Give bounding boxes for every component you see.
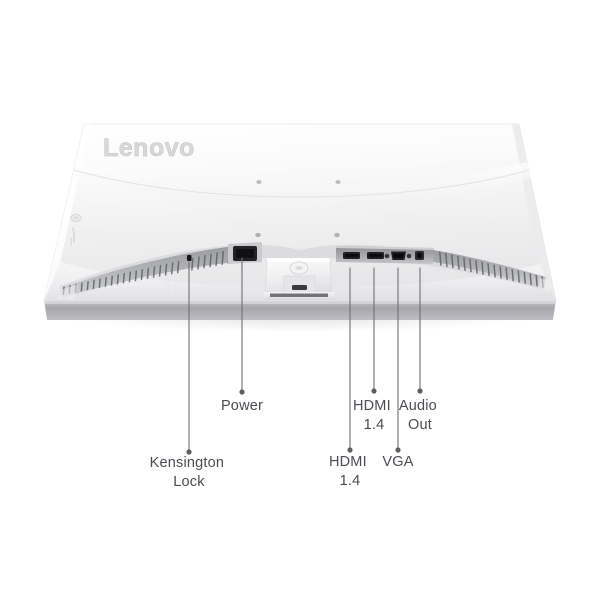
callout-line-2: Out: [408, 417, 432, 433]
joystick-stem: [72, 227, 75, 243]
leader-dot: [239, 389, 245, 395]
vga-screw-right: [406, 253, 412, 259]
callout-line-1: Audio: [399, 398, 437, 414]
callout-line-1: HDMI: [329, 454, 367, 470]
callout-label-kensington-lock: Kensington Lock: [150, 455, 229, 490]
leader-dot: [347, 447, 353, 453]
callout-line-1: Kensington: [150, 455, 225, 471]
stand-release-glyph: [295, 266, 303, 270]
vga-screw-left: [384, 253, 390, 259]
power-port-inner: [236, 249, 254, 258]
callout-line-1: HDMI: [353, 398, 391, 414]
callout-label-hdmi-2: HDMI 1.4: [353, 398, 395, 433]
stand-mount: [263, 257, 335, 300]
lenovo-logo: Lenovo: [103, 134, 195, 163]
callout-hdmi-2: HDMI 1.4: [353, 267, 395, 433]
vesa-hole: [335, 180, 341, 184]
stand-mount-base-shadow: [270, 293, 328, 297]
lenovo-logo-text: Lenovo: [103, 134, 195, 162]
callout-hdmi-1: HDMI 1.4: [329, 267, 371, 489]
kensington-lock-slot[interactable]: [187, 255, 192, 261]
callout-line-1: Power: [221, 398, 263, 414]
leader-dot: [186, 449, 192, 455]
leader-dot: [371, 388, 377, 394]
callout-label-power: Power: [221, 398, 263, 414]
vga-port-inner: [393, 253, 404, 258]
shell-seams: [166, 271, 425, 301]
callout-label-hdmi-1: HDMI 1.4: [329, 454, 371, 489]
vesa-hole: [256, 180, 262, 184]
shell-lower-panel: [44, 262, 556, 301]
shell-curve-line: [73, 169, 530, 198]
leader-dot: [395, 447, 401, 453]
stand-mount-top-highlight: [267, 258, 330, 262]
joystick-knob-inner: [73, 216, 79, 220]
callout-power: Power: [221, 257, 263, 414]
callout-kensington-lock: Kensington Lock: [150, 261, 229, 490]
callout-vga: VGA: [382, 267, 414, 470]
callout-group: Kensington Lock Power HDMI 1.4: [150, 257, 441, 490]
stand-latch-slot: [292, 285, 307, 290]
vesa-hole: [255, 232, 261, 238]
vesa-hole: [334, 232, 340, 238]
leader-dot: [417, 388, 423, 394]
monitor-body: Lenovo: [43, 123, 557, 320]
hdmi-port-1-inner: [345, 254, 358, 257]
shell-upper-curve: [72, 160, 531, 205]
callout-label-vga: VGA: [382, 454, 413, 470]
callout-line-2: 1.4: [340, 473, 361, 489]
callout-line-1: VGA: [382, 454, 413, 470]
callout-label-audio-out: Audio Out: [399, 398, 441, 433]
port-group: [187, 246, 424, 261]
hdmi-port-2-inner: [369, 254, 382, 257]
vesa-mount-holes: [255, 180, 341, 238]
monitor-bottom-bezel: [44, 300, 556, 320]
callout-line-2: Lock: [173, 474, 205, 490]
audio-out-jack-hole: [416, 252, 423, 259]
control-joystick[interactable]: [70, 213, 82, 247]
callout-audio-out: Audio Out: [399, 267, 441, 433]
callout-line-2: 1.4: [364, 417, 385, 433]
